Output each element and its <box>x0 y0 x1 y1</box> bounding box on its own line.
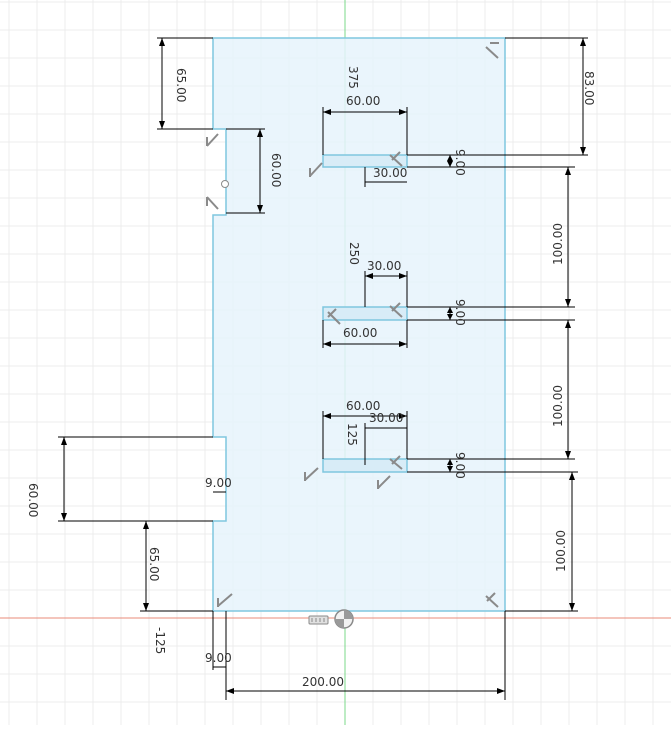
perpendicular-constraint-icon <box>309 162 323 177</box>
dim-slot3-width[interactable]: 60.00 <box>346 399 380 413</box>
origin-icon[interactable] <box>334 609 354 629</box>
dim-left-top-offset[interactable]: 65.00 <box>174 68 188 102</box>
perpendicular-constraint-icon <box>327 308 341 325</box>
dim-top-right-height[interactable]: 83.00 <box>582 71 596 105</box>
dim-slot2-width[interactable]: 60.00 <box>343 326 377 340</box>
dim-slot3-half[interactable]: 30.00 <box>369 411 403 425</box>
sketch-palette-icon[interactable] <box>308 615 329 625</box>
dim-right-spacing-2[interactable]: 100.00 <box>551 385 565 427</box>
dim-left-notch-height[interactable]: 60.00 <box>269 153 283 187</box>
perpendicular-constraint-icon <box>304 467 319 481</box>
dim-left-notch2-height[interactable]: 60.00 <box>26 483 40 517</box>
perpendicular-constraint-icon <box>389 302 403 318</box>
dim-slot1-half[interactable]: 30.00 <box>373 166 407 180</box>
perpendicular-constraint-icon <box>389 455 403 470</box>
dim-right-spacing-3[interactable]: 100.00 <box>554 530 568 572</box>
dim-total-width[interactable]: 200.00 <box>302 675 344 689</box>
perpendicular-constraint-icon <box>485 592 499 608</box>
perpendicular-constraint-icon <box>377 475 391 489</box>
dim-bottom-offset[interactable]: 9.00 <box>205 651 232 665</box>
slot1-position-label: 375 <box>346 66 360 89</box>
dim-slot2-height[interactable]: 9.00 <box>453 299 467 326</box>
perpendicular-constraint-icon <box>206 196 219 210</box>
origin-y-label: -125 <box>153 627 167 654</box>
dim-slot3-height[interactable]: 9.00 <box>453 452 467 479</box>
constraint-glyphs <box>206 42 499 608</box>
dimension-lines <box>58 37 588 700</box>
dimension-arrows <box>61 38 586 694</box>
dim-left-bottom-offset[interactable]: 65.00 <box>147 547 161 581</box>
perpendicular-constraint-icon <box>389 151 403 167</box>
dim-right-spacing-1[interactable]: 100.00 <box>551 223 565 265</box>
dim-slot1-width[interactable]: 60.00 <box>346 94 380 108</box>
perpendicular-constraint-icon <box>485 42 499 59</box>
midpoint-icon <box>221 180 229 188</box>
dim-slot2-half[interactable]: 30.00 <box>367 259 401 273</box>
perpendicular-constraint-icon <box>206 133 219 147</box>
slot2-position-label: 250 <box>347 242 361 265</box>
dim-left-notch2-depth[interactable]: 9.00 <box>205 476 232 490</box>
dim-slot1-height[interactable]: 9.00 <box>453 149 467 176</box>
perpendicular-constraint-icon <box>217 593 233 607</box>
slot3-position-label: 125 <box>345 423 359 446</box>
